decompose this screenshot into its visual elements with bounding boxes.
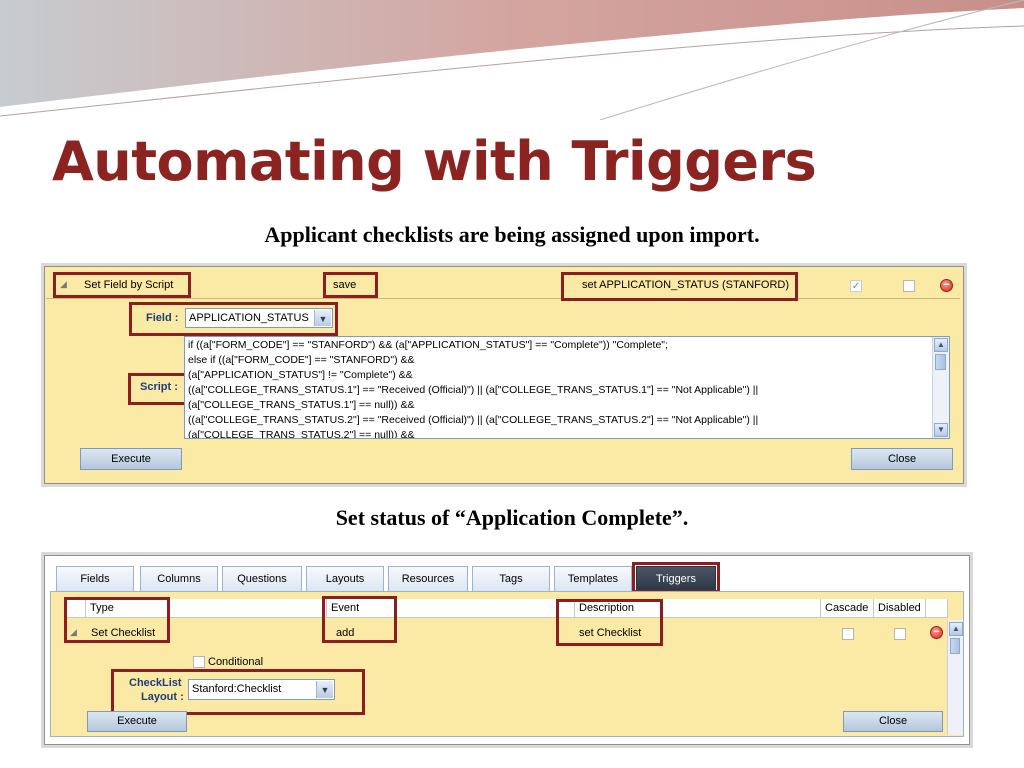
field-select-value: APPLICATION_STATUS <box>189 312 309 324</box>
highlight-field <box>129 302 338 336</box>
header-cascade[interactable]: Cascade <box>821 599 874 618</box>
disabled-checkbox[interactable] <box>894 628 906 640</box>
caption-top: Applicant checklists are being assigned … <box>264 222 760 247</box>
script-textarea[interactable]: if ((a["FORM_CODE"] == "STANFORD") && (a… <box>184 336 950 439</box>
close-button[interactable]: Close <box>843 711 943 732</box>
slide-title: Automating with Triggers <box>52 130 817 193</box>
header-spacer-end <box>926 599 948 618</box>
highlight-triggers-tab <box>632 562 720 593</box>
row-event-text: save <box>333 279 357 291</box>
field-label: Field : <box>146 312 179 324</box>
highlight-script <box>128 373 187 405</box>
header-swoosh <box>0 0 1024 120</box>
highlight-event <box>323 272 378 298</box>
scroll-thumb[interactable] <box>950 638 960 654</box>
script-line: (a["APPLICATION_STATUS"] != "Complete") … <box>188 369 413 381</box>
conditional-checkbox[interactable] <box>193 656 205 668</box>
row-type-text: Set Field by Script <box>84 279 174 291</box>
script-line: if ((a["FORM_CODE"] == "STANFORD") && (a… <box>188 339 668 351</box>
highlight-type-column <box>64 597 170 643</box>
trigger-row[interactable] <box>46 272 960 299</box>
triangle-expand-icon[interactable]: ◢ <box>70 627 77 637</box>
row-description-text: set APPLICATION_STATUS (STANFORD) <box>582 279 789 291</box>
highlight-type <box>53 272 191 298</box>
header-description[interactable]: Description <box>575 599 821 618</box>
scroll-up-icon[interactable]: ▲ <box>949 622 963 636</box>
script-line: (a["COLLEGE_TRANS_STATUS.2"] == null)) &… <box>188 429 415 439</box>
tab-columns[interactable]: Columns <box>140 566 218 591</box>
minus-circle-icon[interactable]: − <box>940 279 953 292</box>
tab-layouts[interactable]: Layouts <box>306 566 384 591</box>
execute-button[interactable]: Execute <box>87 711 187 732</box>
tab-tags[interactable]: Tags <box>472 566 550 591</box>
scroll-down-icon[interactable]: ▼ <box>934 423 948 437</box>
script-line: ((a["COLLEGE_TRANS_STATUS.1"] == "Receiv… <box>188 384 759 396</box>
scroll-up-icon[interactable]: ▲ <box>934 338 948 352</box>
minus-circle-icon[interactable]: − <box>930 626 943 639</box>
tab-resources[interactable]: Resources <box>388 566 468 591</box>
scroll-thumb[interactable] <box>935 354 946 370</box>
tab-fields[interactable]: Fields <box>56 566 134 591</box>
close-button[interactable]: Close <box>851 448 953 470</box>
highlight-description <box>561 272 798 301</box>
script-scrollbar[interactable]: ▲ ▼ <box>932 337 949 438</box>
chevron-down-icon[interactable]: ▼ <box>316 681 333 698</box>
header-disabled[interactable]: Disabled <box>874 599 926 618</box>
checklist-label-line1: CheckList <box>129 677 182 689</box>
script-line: else if ((a["FORM_CODE"] == "STANFORD") … <box>188 354 415 366</box>
script-line: (a["COLLEGE_TRANS_STATUS.1"] == null)) &… <box>188 399 415 411</box>
execute-button[interactable]: Execute <box>80 448 182 470</box>
cascade-checkbox[interactable] <box>842 628 854 640</box>
script-label: Script : <box>140 381 178 393</box>
script-line: ((a["COLLEGE_TRANS_STATUS.2"] == "Receiv… <box>188 414 759 426</box>
caption-bottom: Set status of “Application Complete”. <box>335 505 689 530</box>
disabled-checkbox[interactable] <box>903 280 915 292</box>
tab-questions[interactable]: Questions <box>222 566 302 591</box>
cascade-checkbox[interactable]: ✓ <box>850 280 862 292</box>
header-spacer <box>64 599 86 618</box>
conditional-label: Conditional <box>208 656 264 668</box>
header-type[interactable]: Type <box>86 599 327 618</box>
row-type-text: Set Checklist <box>91 627 156 639</box>
highlight-checklist-layout <box>111 669 365 715</box>
triangle-expand-icon[interactable]: ◢ <box>60 279 67 289</box>
checklist-layout-select[interactable]: Stanford:Checklist ▼ <box>188 679 335 700</box>
highlight-description-column <box>556 599 663 646</box>
trigger-list-scrollbar[interactable]: ▲ <box>947 620 963 735</box>
row-event-text: add <box>336 627 355 639</box>
checklist-select-value: Stanford:Checklist <box>192 683 282 695</box>
checklist-label-line2: Layout : <box>141 691 184 703</box>
field-select[interactable]: APPLICATION_STATUS ▼ <box>185 308 333 328</box>
tab-templates[interactable]: Templates <box>554 566 632 591</box>
tab-triggers[interactable]: Triggers <box>636 566 716 591</box>
header-event[interactable]: Event <box>327 599 575 618</box>
highlight-event-column <box>322 596 397 643</box>
row-description-text: set Checklist <box>579 627 642 639</box>
chevron-down-icon[interactable]: ▼ <box>314 310 331 326</box>
